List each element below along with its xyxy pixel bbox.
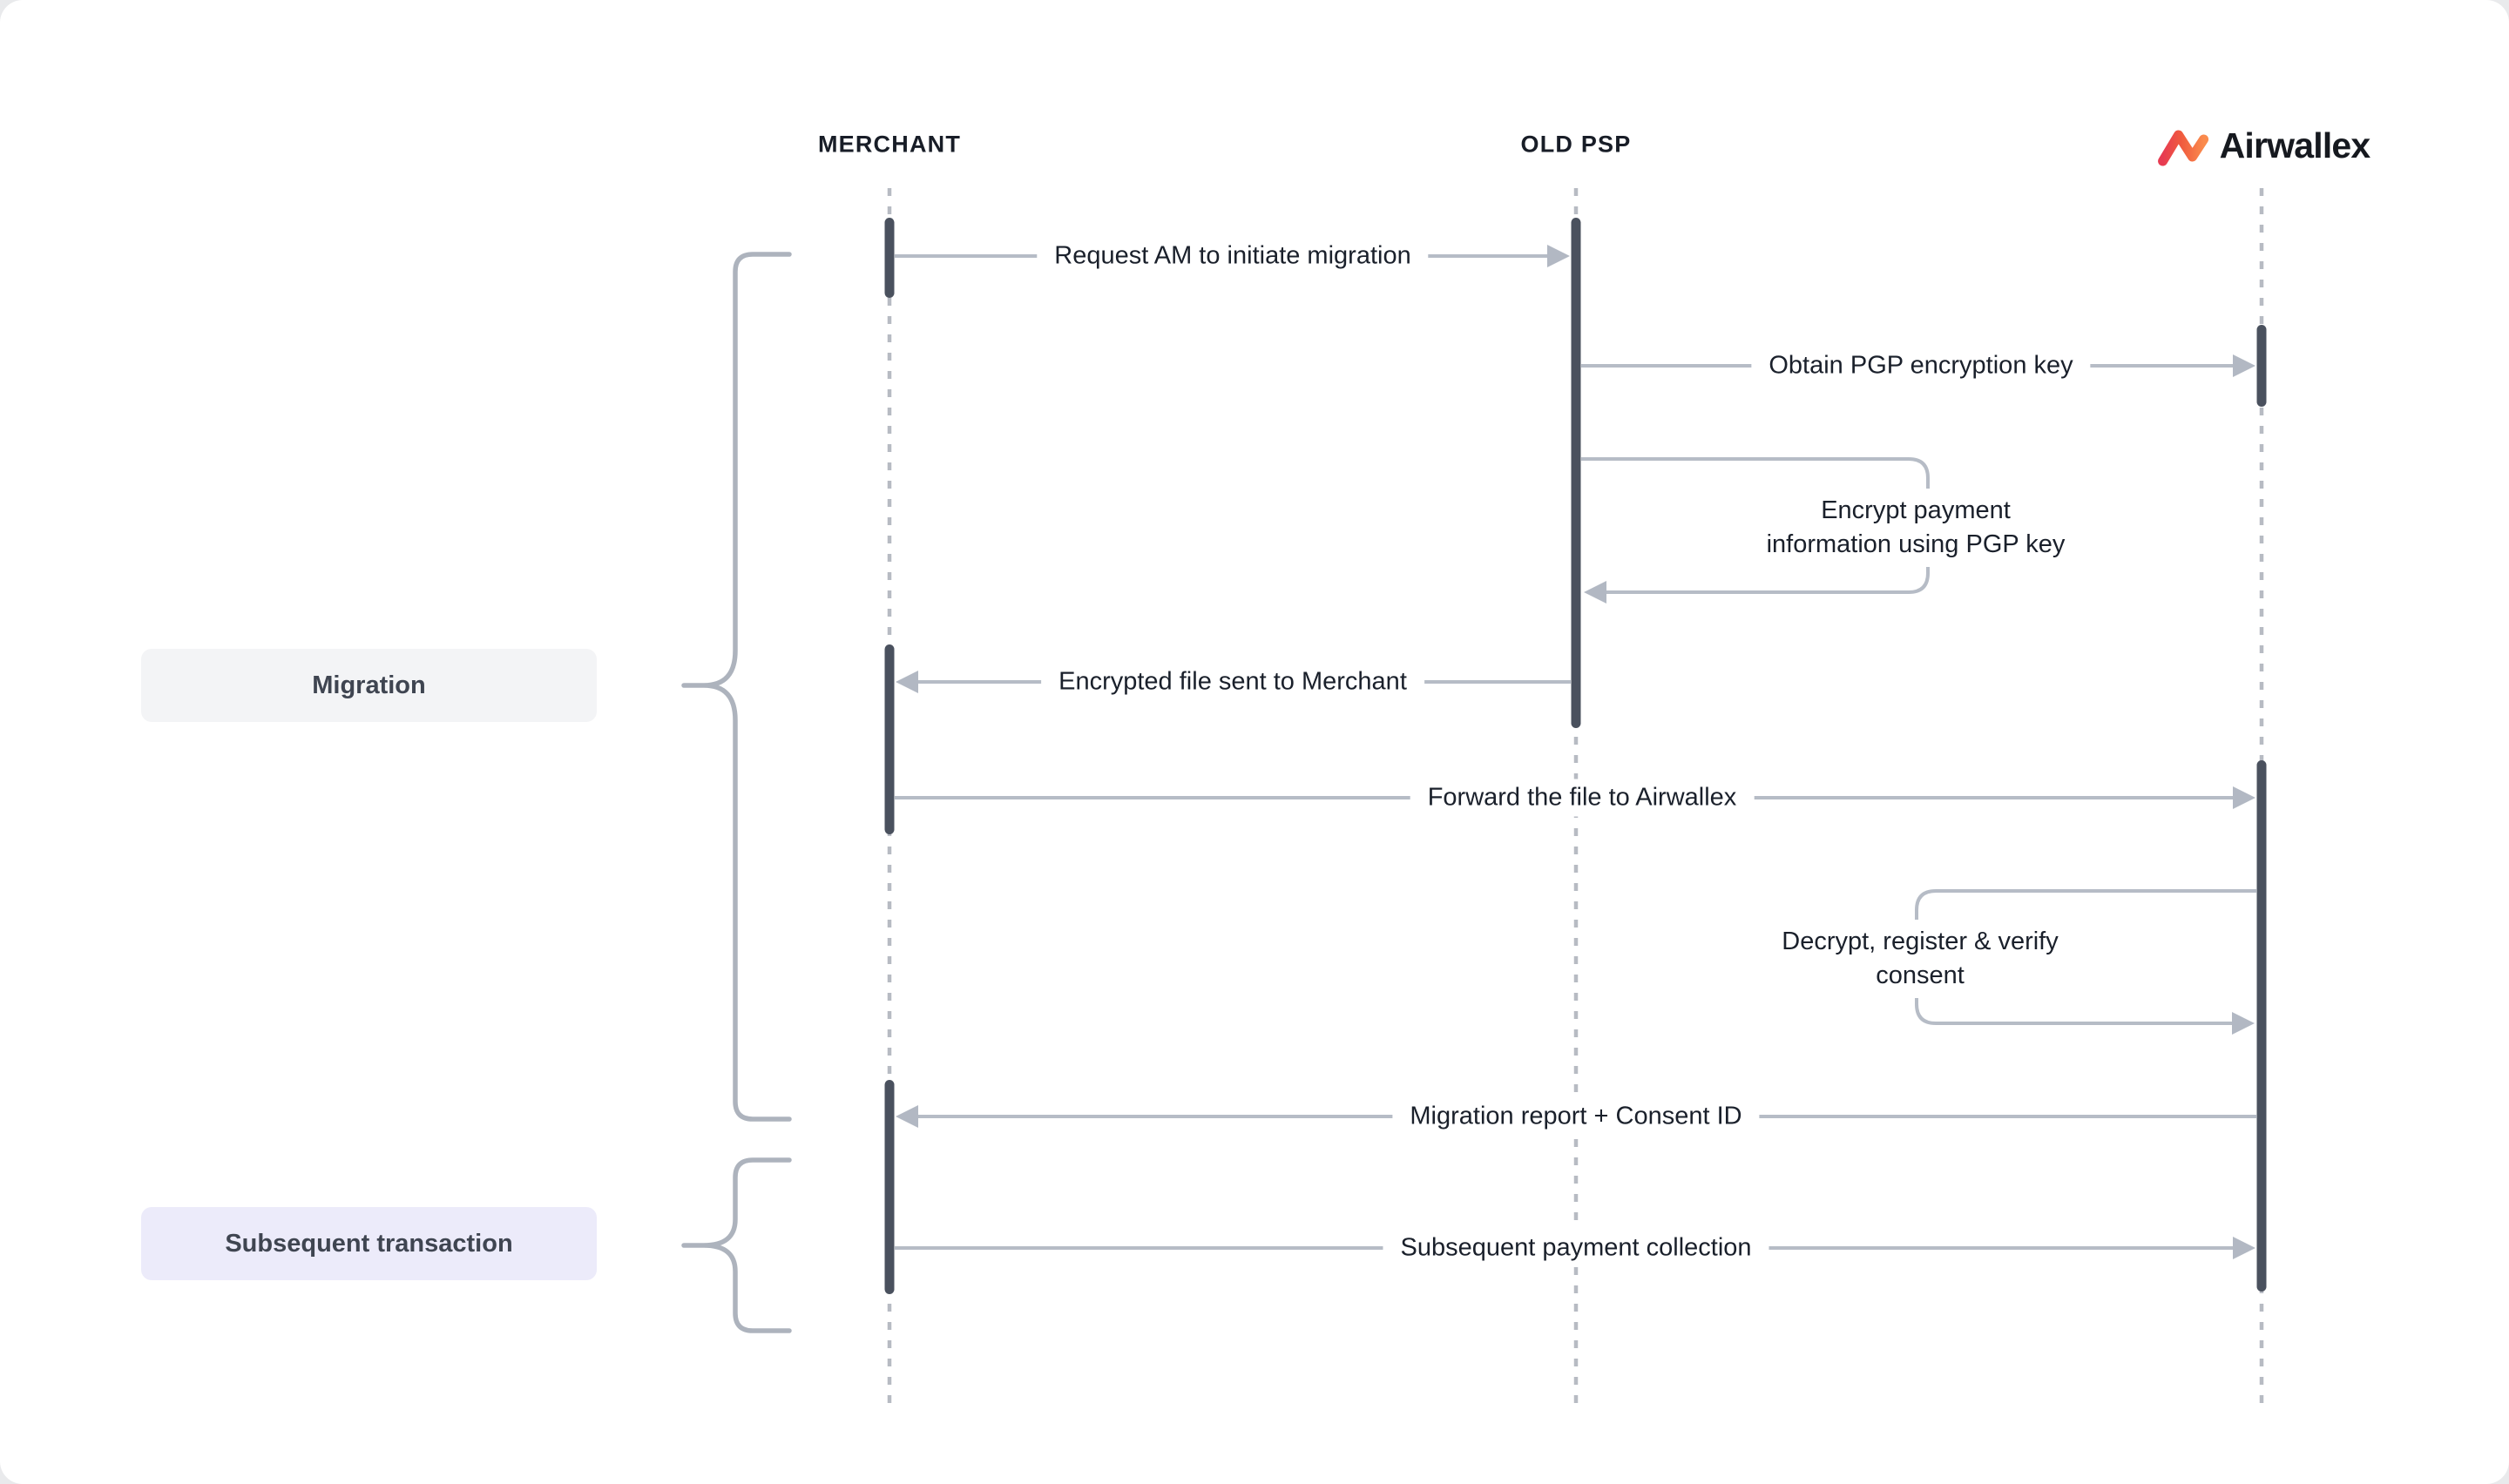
message-label-encrypt-payment: Encrypt payment information using PGP ke… [1755,489,2076,567]
message-label-forward-file: Forward the file to Airwallex [1410,779,1755,817]
merchant-activation-bar-2 [884,644,895,834]
participant-header-merchant: MERCHANT [817,131,962,158]
message-label-obtain-pgp-key: Obtain PGP encryption key [1751,347,2091,385]
arrowhead-right-icon [2233,354,2255,377]
message-label-decrypt-register: Decrypt, register & verify consent [1771,920,2069,998]
message-label-encrypted-file: Encrypted file sent to Merchant [1041,663,1424,701]
airwallex-logo-icon [2158,130,2209,166]
airwallex-activation-bar-1 [2256,325,2267,407]
airwallex-wordmark: Airwallex [2219,125,2371,165]
message-label-request-migration: Request AM to initiate migration [1037,237,1429,275]
arrowhead-right-icon [2233,1237,2255,1259]
phase-label-migration: Migration [141,649,597,722]
arrowhead-left-icon [896,671,918,693]
message-label-migration-report: Migration report + Consent ID [1392,1097,1760,1136]
arrowhead-left-icon [1584,581,1606,604]
loop-label-line-1: Decrypt, register & verify [1782,928,2059,955]
arrowhead-right-icon [2233,786,2255,809]
arrowhead-left-icon [896,1105,918,1128]
merchant-activation-bar-1 [884,218,895,298]
merchant-activation-bar-3 [884,1080,895,1294]
loop-label-line-1: Encrypt payment [1821,496,2011,524]
migration-phase-brace [681,252,792,1122]
loop-label-line-2: information using PGP key [1766,530,2066,558]
message-label-subsequent-payment: Subsequent payment collection [1383,1229,1769,1267]
old-psp-activation-bar [1571,218,1581,728]
participant-header-airwallex: Airwallex [2154,124,2370,167]
phase-label-subsequent-transaction: Subsequent transaction [141,1207,597,1280]
loop-label-line-2: consent [1876,961,1965,989]
subsequent-phase-brace [681,1157,792,1333]
participant-header-old-psp: OLD PSP [1520,131,1632,158]
arrowhead-right-icon [2232,1012,2255,1035]
arrowhead-right-icon [1547,245,1570,267]
airwallex-activation-bar-2 [2256,760,2267,1292]
